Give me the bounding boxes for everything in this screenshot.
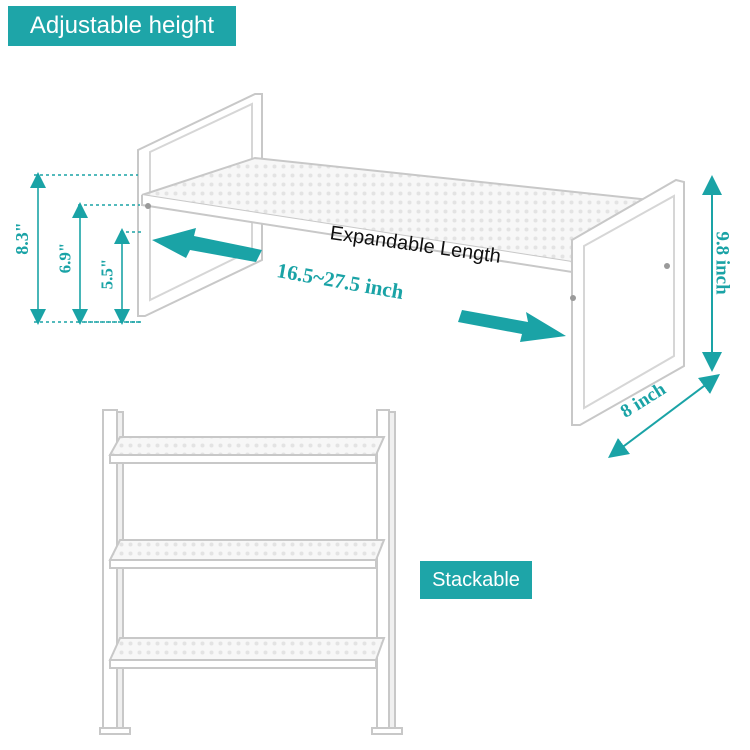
stackable-badge: Stackable: [420, 561, 532, 599]
shelf-height-label: 9.8 inch: [711, 231, 733, 295]
height-8-3-label: 8.3": [11, 222, 32, 255]
top-shelf: [137, 93, 685, 426]
height-dimension-guides: [30, 172, 142, 325]
stacked-shelves: [99, 409, 403, 735]
height-6-9-label: 6.9": [55, 242, 75, 274]
height-5-5-label: 5.5": [97, 258, 117, 290]
length-arrow: [152, 228, 566, 342]
adjustable-height-badge: Adjustable height: [8, 6, 236, 46]
depth-arrow: [608, 374, 720, 458]
